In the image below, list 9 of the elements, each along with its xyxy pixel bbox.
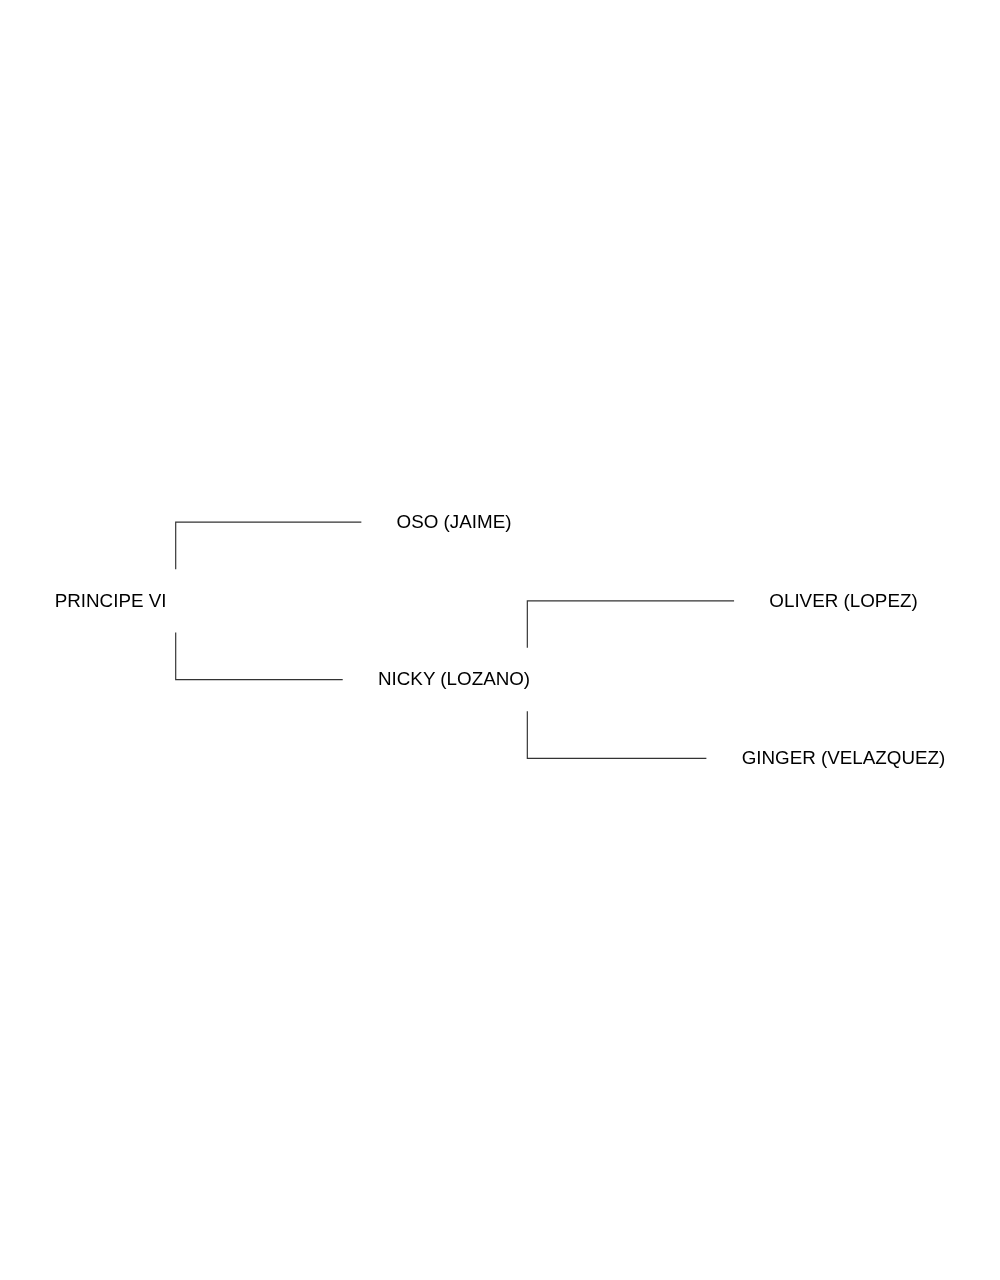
connector <box>175 631 344 680</box>
connector <box>526 600 735 649</box>
node-text: NICKY (LOZANO) <box>377 668 531 689</box>
node-text: GINGER (VELAZQUEZ) <box>741 747 946 768</box>
node-text: OLIVER (LOPEZ) <box>769 590 918 611</box>
node-text: PRINCIPE VI <box>54 590 167 611</box>
node-text: OSO (JAIME) <box>396 511 512 532</box>
connector <box>526 710 707 759</box>
connector <box>175 521 362 570</box>
